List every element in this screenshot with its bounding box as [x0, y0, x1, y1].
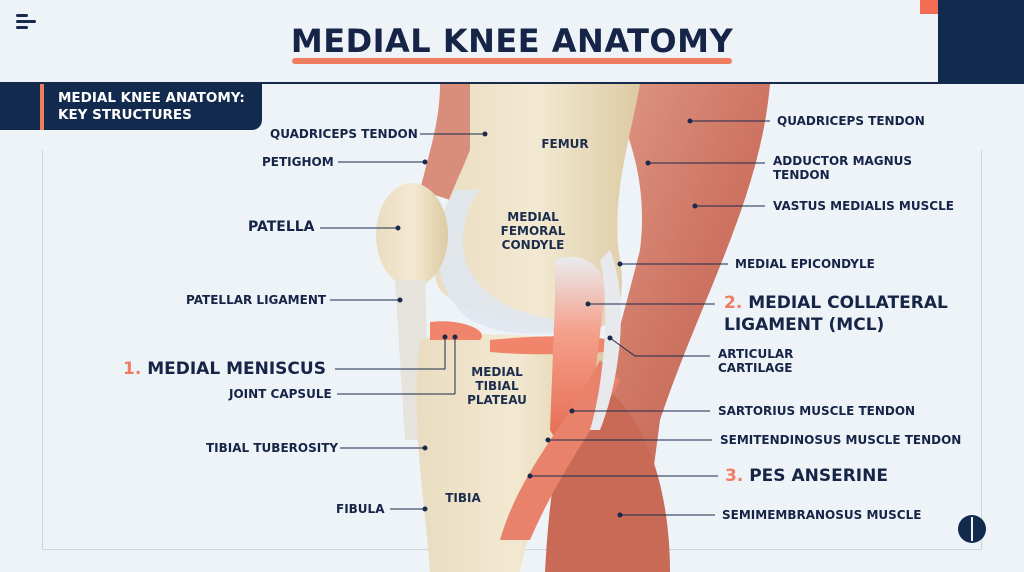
label-semimembranosus: SEMIMEMBRANOSUS MUSCLE: [722, 508, 922, 522]
page-title: MEDIAL KNEE ANATOMY: [290, 22, 734, 60]
pes-anserine-tendons: [500, 360, 620, 540]
meniscus: [430, 321, 482, 340]
label-pes-anserine: 3. PES ANSERINE: [725, 466, 888, 486]
label-petighom: PETIGHOM: [262, 155, 334, 169]
menu-icon[interactable]: [16, 14, 38, 30]
label-patella: PATELLA: [248, 219, 315, 235]
leader-lines: [320, 118, 770, 518]
subtitle-banner: MEDIAL KNEE ANATOMY:KEY STRUCTURES: [0, 84, 262, 130]
corner-accent: [920, 0, 938, 14]
label-quadriceps-tendon-left: QUADRICEPS TENDON: [270, 127, 418, 141]
label-patellar-ligament: PATELLAR LIGAMENT: [186, 293, 327, 307]
patella-bone: [376, 183, 448, 287]
label-tibial-tuberosity: TIBIAL TUBEROSITY: [206, 441, 339, 455]
label-medial-femoral-condyle: MEDIAL FEMORAL CONDYLE: [500, 210, 566, 252]
label-tibia: TIBIA: [445, 491, 481, 505]
label-articular-cartilage: ARTICULAR CARTILAGE: [718, 347, 794, 375]
brand-logo-icon: [958, 515, 986, 543]
label-fibula: FIBULA: [336, 502, 385, 516]
title-underline: [292, 58, 732, 64]
header-divider: [0, 82, 938, 84]
label-femur: FEMUR: [541, 137, 589, 151]
label-joint-capsule: JOINT CAPSULE: [229, 387, 332, 401]
corner-block: [938, 0, 1024, 84]
label-medial-epicondyle: MEDIAL EPICONDYLE: [735, 257, 875, 271]
label-medial-meniscus: 1. MEDIAL MENISCUS: [123, 359, 326, 379]
subtitle-line-2: KEY STRUCTURES: [58, 107, 192, 123]
semitendinosus-tendon: [590, 250, 621, 430]
label-vastus-medialis: VASTUS MEDIALIS MUSCLE: [773, 199, 954, 213]
label-medial-tibial-plateau: MEDIAL TIBIAL PLATEAU: [467, 365, 527, 407]
label-quadriceps-tendon-right: QUADRICEPS TENDON: [777, 114, 925, 128]
label-mcl: 2. MEDIAL COLLATERAL LIGAMENT (MCL): [724, 293, 948, 335]
subtitle-line-1: MEDIAL KNEE ANATOMY:: [58, 90, 245, 106]
label-semitendinosus: SEMITENDINOSUS MUSCLE TENDON: [720, 433, 962, 447]
label-adductor-magnus-tendon: ADDUCTOR MAGNUS TENDON: [773, 154, 913, 182]
cartilage: [437, 190, 600, 334]
label-sartorius: SARTORIUS MUSCLE TENDON: [718, 404, 916, 418]
